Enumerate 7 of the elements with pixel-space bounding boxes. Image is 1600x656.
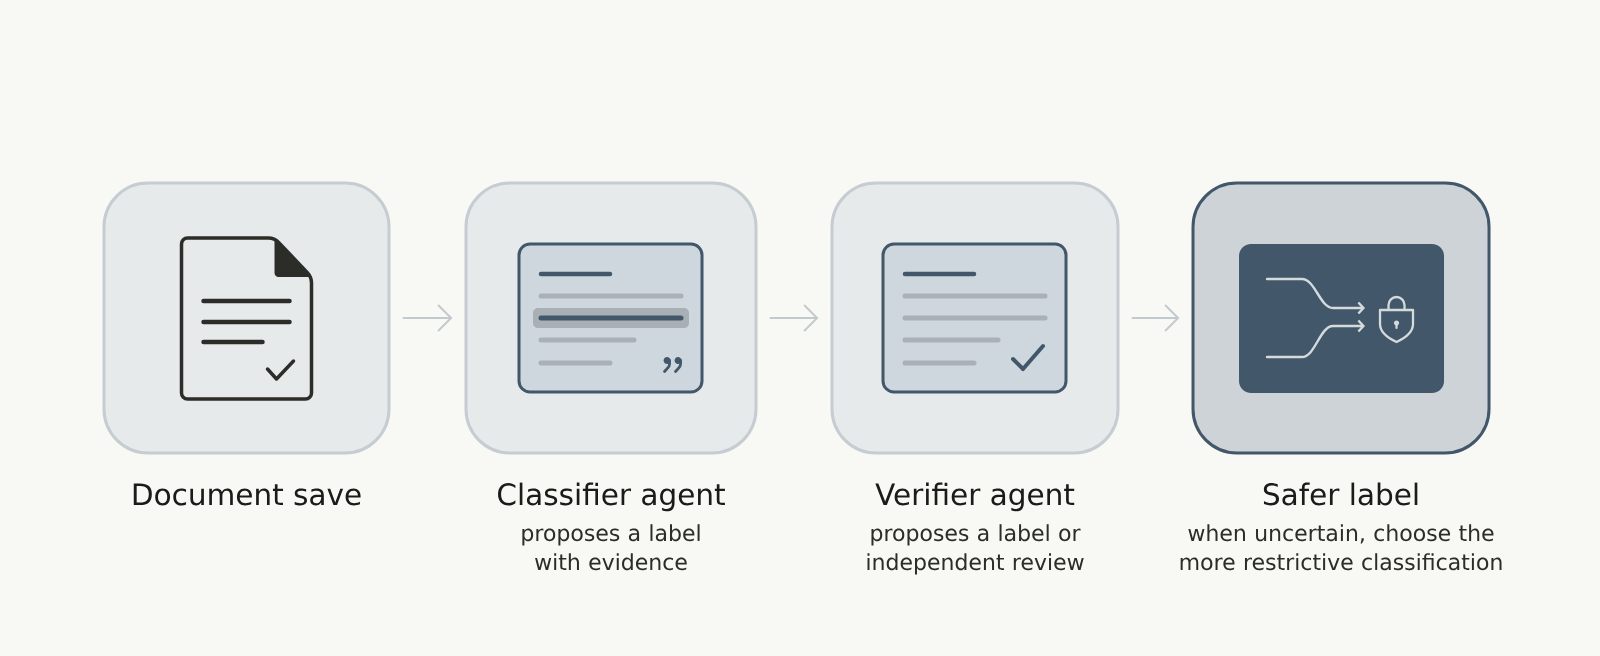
step-title: Document save	[133, 483, 361, 506]
step-description: when uncertain, choose the more restrictive classification	[1180, 524, 1502, 571]
step-description: proposes a label with evidence	[522, 524, 700, 571]
step-title: Verifier agent	[875, 482, 1075, 512]
step-title: Safer label	[1263, 482, 1418, 506]
step-title: Classifier agent	[498, 482, 725, 512]
step-description: proposes a label or independent review	[867, 524, 1084, 575]
